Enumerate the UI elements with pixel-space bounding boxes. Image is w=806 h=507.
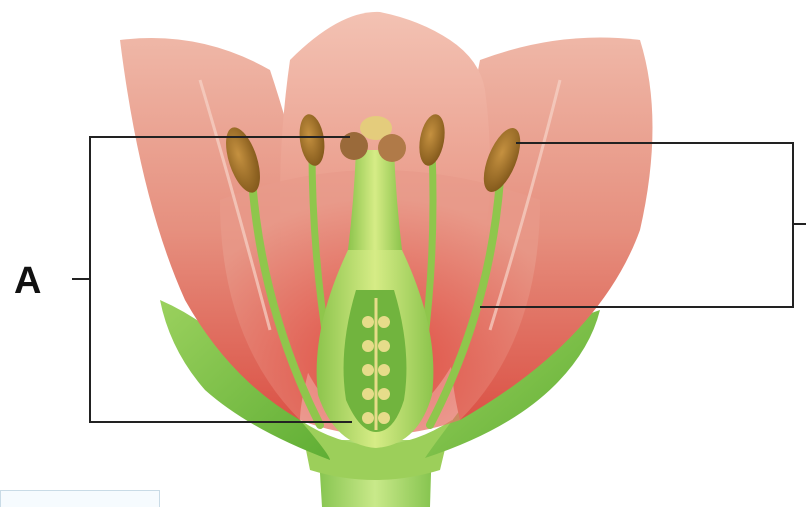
label-a: A bbox=[14, 262, 41, 300]
corner-box bbox=[0, 490, 160, 507]
style bbox=[348, 150, 402, 250]
stigma-right bbox=[378, 134, 406, 162]
